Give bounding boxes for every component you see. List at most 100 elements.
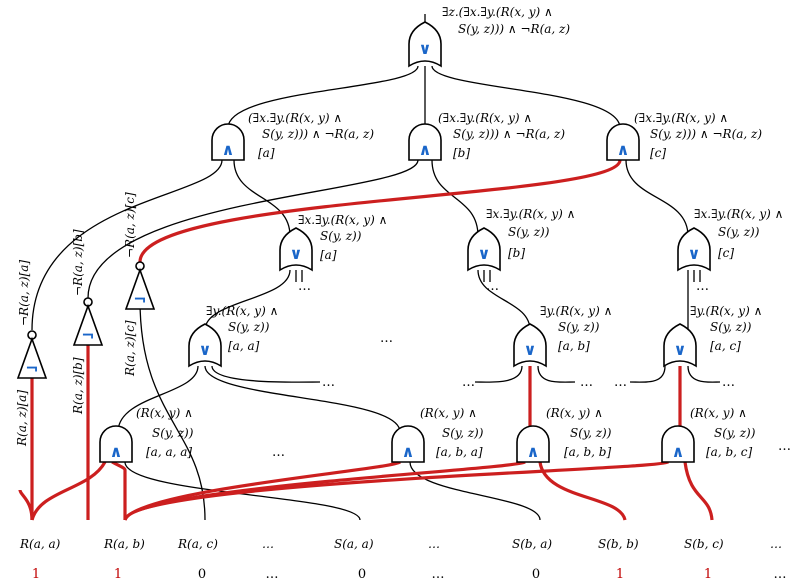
not-gate-b: ¬ bbox=[72, 297, 104, 346]
exists-x-a-label-line3: [a] bbox=[320, 248, 337, 262]
exists-x-b-label-line2: S(y, z)) bbox=[508, 225, 550, 239]
exists-y-aa-label-line1: ∃y.(R(x, y) ∧ bbox=[206, 304, 278, 318]
and-gate-c: ∧ bbox=[606, 123, 640, 161]
not-symbol: ¬ bbox=[133, 290, 146, 309]
and-a-label-line3: [a] bbox=[258, 146, 275, 160]
and-b-label-line1: (∃x.∃y.(R(x, y) ∧ bbox=[438, 111, 532, 125]
conj-abc-label-line2: S(y, z)) bbox=[714, 426, 756, 440]
not-a-top-label: ¬R(a, z)[a] bbox=[17, 260, 31, 326]
exists-x-b-label-line1: ∃x.∃y.(R(x, y) ∧ bbox=[486, 207, 575, 221]
exists-y-ab-label-line3: [a, b] bbox=[558, 339, 590, 353]
not-b-bottom-label: R(a, z)[b] bbox=[71, 357, 85, 415]
and-symbol: ∧ bbox=[419, 140, 432, 159]
and-c-label-line2: S(y, z))) ∧ ¬R(a, z) bbox=[650, 127, 762, 141]
exists-y-aa-label-line2: S(y, z)) bbox=[228, 320, 270, 334]
input-name: R(a, a) bbox=[19, 537, 61, 551]
exists-y-ac-label-line2: S(y, z)) bbox=[710, 320, 752, 334]
exists-y-aa-label-line3: [a, a] bbox=[228, 339, 260, 353]
ellipsis: … bbox=[778, 439, 791, 454]
and-a-label-line2: S(y, z))) ∧ ¬R(a, z) bbox=[262, 127, 374, 141]
input-name: … bbox=[770, 537, 782, 551]
input-value: 1 bbox=[704, 567, 712, 582]
or-symbol: ∨ bbox=[419, 39, 432, 58]
input-value: 1 bbox=[616, 567, 624, 582]
and-gate-aba: ∧ bbox=[391, 425, 425, 463]
ellipsis: … bbox=[380, 331, 393, 346]
and-gate-b: ∧ bbox=[408, 123, 442, 161]
input-name: R(a, b) bbox=[103, 537, 145, 551]
input-name: S(a, a) bbox=[334, 537, 374, 551]
not-symbol: ¬ bbox=[25, 359, 38, 378]
conj-aaa-label-line1: (R(x, y) ∧ bbox=[136, 406, 193, 420]
exists-x-a-label-line1: ∃x.∃y.(R(x, y) ∧ bbox=[298, 213, 387, 227]
and-c-label-line1: (∃x.∃y.(R(x, y) ∧ bbox=[634, 111, 728, 125]
ellipses: … … … … … … … … … … … bbox=[272, 279, 791, 460]
conj-aaa-label-line2: S(y, z)) bbox=[152, 426, 194, 440]
input-name: S(b, a) bbox=[512, 537, 552, 551]
input-variables: R(a, a) R(a, b) R(a, c) … S(a, a) … S(b,… bbox=[19, 537, 782, 551]
exists-x-a-label-line2: S(y, z)) bbox=[320, 229, 362, 243]
exists-x-c-label-line3: [c] bbox=[718, 246, 734, 260]
or-symbol: ∨ bbox=[290, 244, 303, 263]
input-value: 1 bbox=[114, 567, 122, 582]
and-symbol: ∧ bbox=[617, 140, 630, 159]
and-a-label-line1: (∃x.∃y.(R(x, y) ∧ bbox=[248, 111, 342, 125]
not-gate-c: ¬ bbox=[124, 261, 156, 310]
conj-abc-label-line1: (R(x, y) ∧ bbox=[690, 406, 747, 420]
and-gate-abc: ∧ bbox=[661, 425, 695, 463]
or-symbol: ∨ bbox=[199, 340, 212, 359]
input-value: 1 bbox=[32, 567, 40, 582]
exists-y-ac-label-line3: [a, c] bbox=[710, 339, 741, 353]
and-symbol: ∧ bbox=[527, 442, 540, 461]
not-gate-a: ¬ bbox=[16, 330, 48, 379]
or-symbol: ∨ bbox=[524, 340, 537, 359]
or-symbol: ∨ bbox=[674, 340, 687, 359]
conj-aaa-label-line3: [a, a, a] bbox=[146, 445, 192, 459]
or-gate-top: ∨ bbox=[408, 21, 442, 68]
input-name: R(a, c) bbox=[177, 537, 218, 551]
input-value: … bbox=[432, 567, 445, 582]
input-value: 0 bbox=[532, 567, 540, 582]
input-value: 0 bbox=[358, 567, 366, 582]
conj-abb-label-line1: (R(x, y) ∧ bbox=[546, 406, 603, 420]
input-name: S(b, c) bbox=[684, 537, 724, 551]
or-symbol: ∨ bbox=[478, 244, 491, 263]
and-b-label-line3: [b] bbox=[453, 146, 470, 160]
ellipsis: … bbox=[462, 375, 475, 390]
ellipsis: … bbox=[486, 279, 499, 294]
conj-aba-label-line3: [a, b, a] bbox=[436, 445, 483, 459]
exists-y-ac-label-line1: ∃y.(R(x, y) ∧ bbox=[690, 304, 762, 318]
not-c-bottom-label: R(a, z)[c] bbox=[123, 320, 137, 377]
and-b-label-line2: S(y, z))) ∧ ¬R(a, z) bbox=[453, 127, 565, 141]
exists-x-b-label-line3: [b] bbox=[508, 246, 525, 260]
input-values: 1 1 0 … 0 … 0 1 1 … bbox=[32, 567, 787, 582]
and-symbol: ∧ bbox=[402, 442, 415, 461]
input-name: S(b, b) bbox=[598, 537, 639, 551]
input-value: … bbox=[774, 567, 787, 582]
and-symbol: ∧ bbox=[222, 140, 235, 159]
input-value: 0 bbox=[198, 567, 206, 582]
not-c-top-label: ¬R(a, z)[c] bbox=[123, 192, 137, 258]
gate-labels: ∃z.(∃x.∃y.(R(x, y) ∧ S(y, z))) ∧ ¬R(a, z… bbox=[15, 5, 783, 459]
or-gate-exists-y-ab: ∨ bbox=[513, 323, 547, 368]
and-gate-aaa: ∧ bbox=[99, 425, 133, 463]
conj-abc-label-line3: [a, b, c] bbox=[706, 445, 752, 459]
conj-aba-label-line2: S(y, z)) bbox=[442, 426, 484, 440]
ellipsis: … bbox=[322, 375, 335, 390]
not-b-top-label: ¬R(a, z)[b] bbox=[71, 229, 85, 296]
or-gate-exists-x-b: ∨ bbox=[467, 227, 501, 272]
or-gate-exists-x-c: ∨ bbox=[677, 227, 711, 272]
exists-y-ab-label-line2: S(y, z)) bbox=[558, 320, 600, 334]
and-gate-a: ∧ bbox=[211, 123, 245, 161]
ellipsis: … bbox=[614, 375, 627, 390]
conj-aba-label-line1: (R(x, y) ∧ bbox=[420, 406, 477, 420]
ellipsis: … bbox=[272, 445, 285, 460]
conj-abb-label-line2: S(y, z)) bbox=[570, 426, 612, 440]
not-symbol: ¬ bbox=[81, 326, 94, 345]
active-wires bbox=[18, 159, 714, 521]
and-symbol: ∧ bbox=[110, 442, 123, 461]
and-gate-abb: ∧ bbox=[516, 425, 550, 463]
and-c-label-line3: [c] bbox=[650, 146, 666, 160]
or-gate-exists-y-aa: ∨ bbox=[188, 323, 222, 368]
